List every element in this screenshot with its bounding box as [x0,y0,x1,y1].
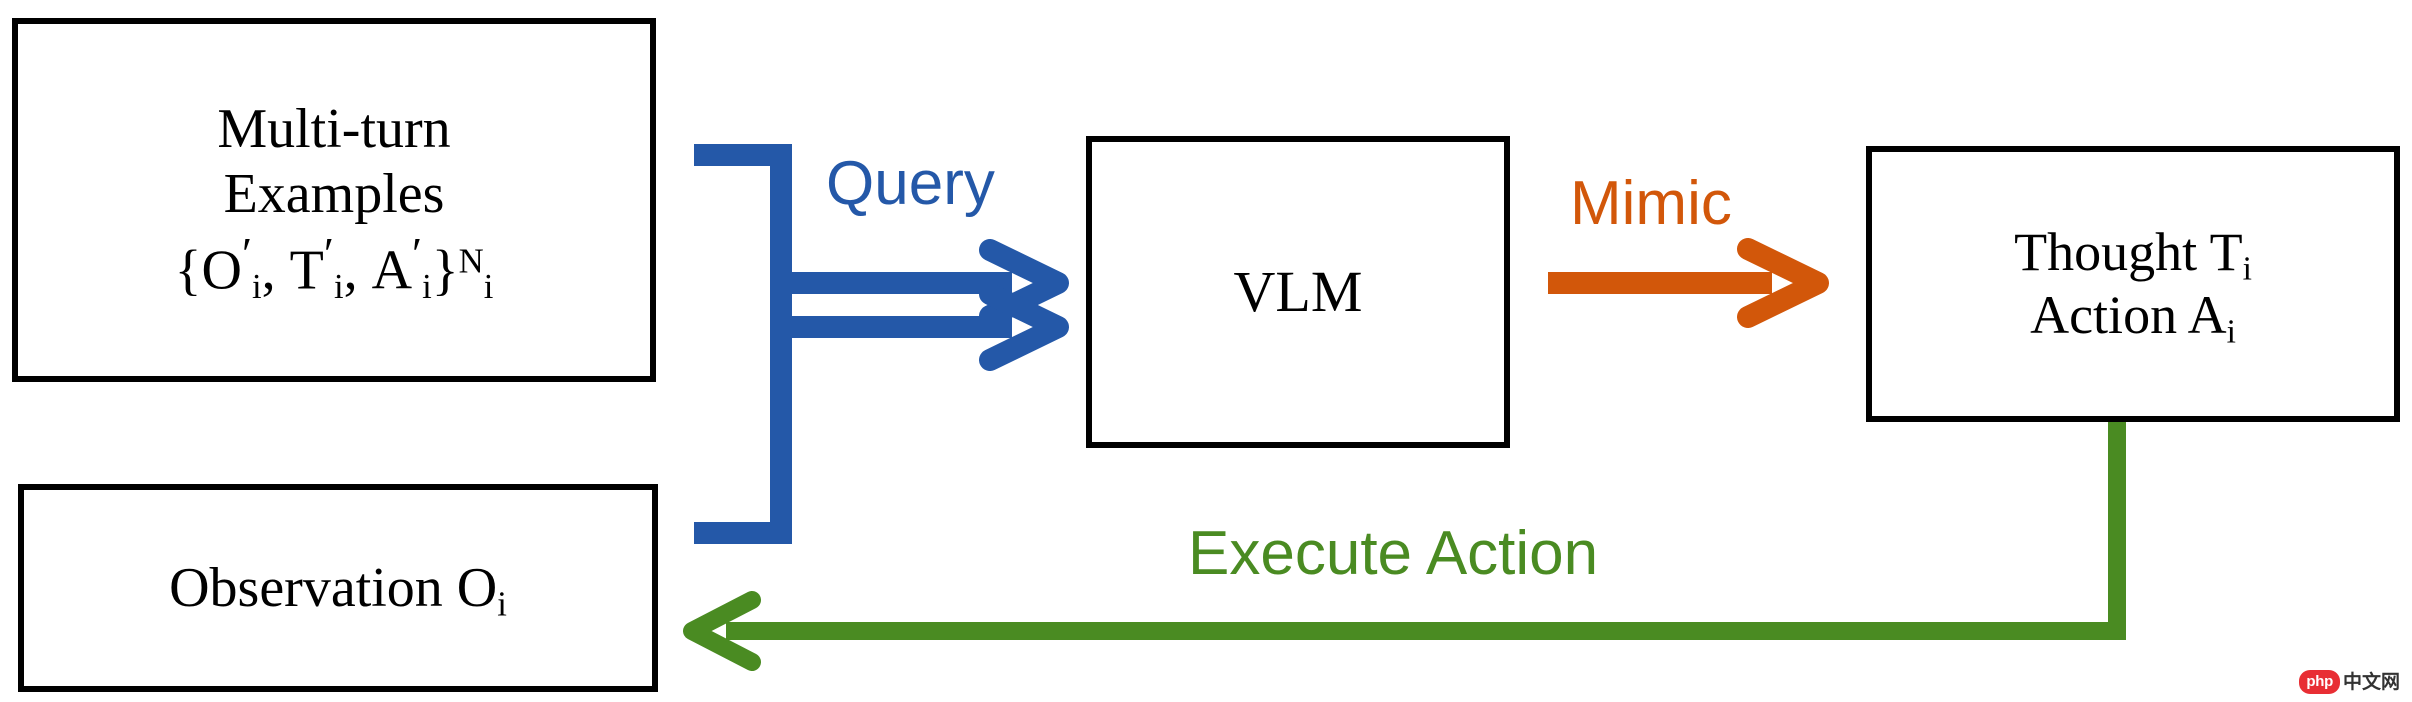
watermark-site-text: 中文网 [2342,670,2400,693]
watermark: php 中文网 [2299,670,2400,694]
set-superscript-n: N [458,241,484,281]
set-close-brace: } [431,239,459,302]
action-text: Action A [2030,285,2227,345]
symbol-o-prime: ′ [241,227,253,279]
action-subscript: i [2226,313,2236,351]
examples-line-1: Multi-turn [217,97,451,160]
comma-2: , [343,239,358,302]
set-subscript-i: i [483,266,494,306]
comma-1: , [261,239,276,302]
thought-text: Thought T [2014,222,2243,283]
symbol-t: T [289,239,324,302]
symbol-t-prime: ′ [323,227,334,279]
symbol-a-subscript: i [422,266,432,306]
symbol-o-subscript: i [252,266,262,306]
query-elbow-top-path [694,144,792,283]
observation-text: Observation O [169,556,498,619]
edge-label-mimic: Mimic [1570,169,1732,238]
observation-subscript: i [497,584,507,624]
vlm-label: VLM [1233,259,1363,325]
edge-label-query: Query [826,149,995,218]
node-thought-action[interactable]: Thought Ti Action Ai [1866,146,2400,422]
thought-line: Thought Ti [2014,221,2252,286]
query-arrow-lower [781,283,1069,371]
symbol-o: O [201,239,242,302]
query-arrow-upper [781,239,1069,327]
symbol-a: A [371,239,413,302]
symbol-t-subscript: i [333,266,344,306]
observation-line: Observation Oi [169,556,507,624]
examples-set-notation: {O′i, T′i, A′i}Ni [174,227,494,306]
set-open-brace: { [174,239,202,302]
mimic-arrow [1548,238,1829,328]
node-multi-turn-examples[interactable]: Multi-turn Examples {O′i, T′i, A′i}Ni [12,18,656,382]
examples-line-2: Examples [223,162,445,225]
watermark-php-badge: php [2299,670,2340,694]
thought-subscript: i [2242,250,2252,288]
action-line: Action Ai [2030,284,2236,351]
edge-label-execute-action: Execute Action [1188,519,1599,588]
node-observation[interactable]: Observation Oi [18,484,658,692]
node-vlm[interactable]: VLM [1086,136,1510,448]
symbol-a-prime: ′ [412,227,423,279]
query-elbow-bottom-path [694,430,792,544]
